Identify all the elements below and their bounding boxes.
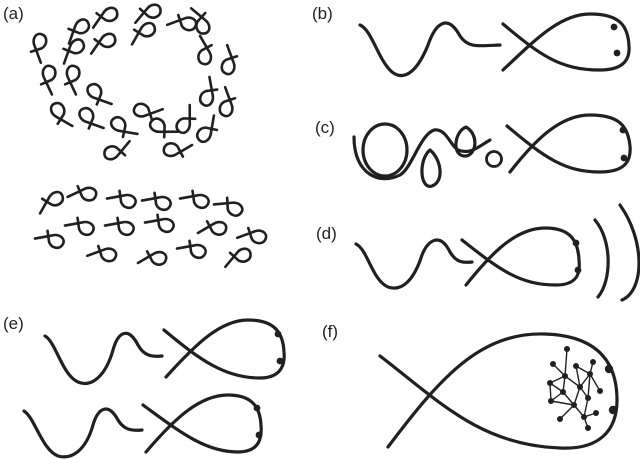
emission-arc <box>618 203 640 302</box>
head-dot <box>276 357 284 365</box>
head-dot <box>604 364 614 374</box>
head-dot <box>619 126 627 134</box>
head-dot <box>610 23 618 31</box>
head-dot <box>574 266 582 274</box>
panel-label-d: (d) <box>316 224 337 243</box>
head-dot <box>253 404 261 412</box>
head-dot <box>613 49 621 57</box>
head-dot <box>255 431 263 439</box>
panel-label-b: (b) <box>312 4 333 23</box>
panel-a-ring <box>25 2 243 162</box>
head-dot <box>274 330 282 338</box>
panel-f-tadpole <box>378 332 619 450</box>
panel-e-tadpole-bottom <box>22 393 263 459</box>
panel-c-tadpole <box>352 113 632 188</box>
head-dot <box>620 154 628 162</box>
panel-d-tadpole <box>354 203 640 302</box>
panel-label-a: (a) <box>3 4 24 23</box>
panel-e-tadpole-top <box>43 318 286 385</box>
panel-b-tadpole <box>358 12 631 78</box>
emission-arc <box>593 218 610 299</box>
head-dot <box>608 405 618 415</box>
head-dot <box>572 239 580 247</box>
panel-a-lattice <box>33 181 269 269</box>
panel-f-network <box>547 346 603 431</box>
panel-label-f: (f) <box>322 322 339 341</box>
panel-label-c: (c) <box>315 118 335 137</box>
panel-label-e: (e) <box>3 314 24 333</box>
